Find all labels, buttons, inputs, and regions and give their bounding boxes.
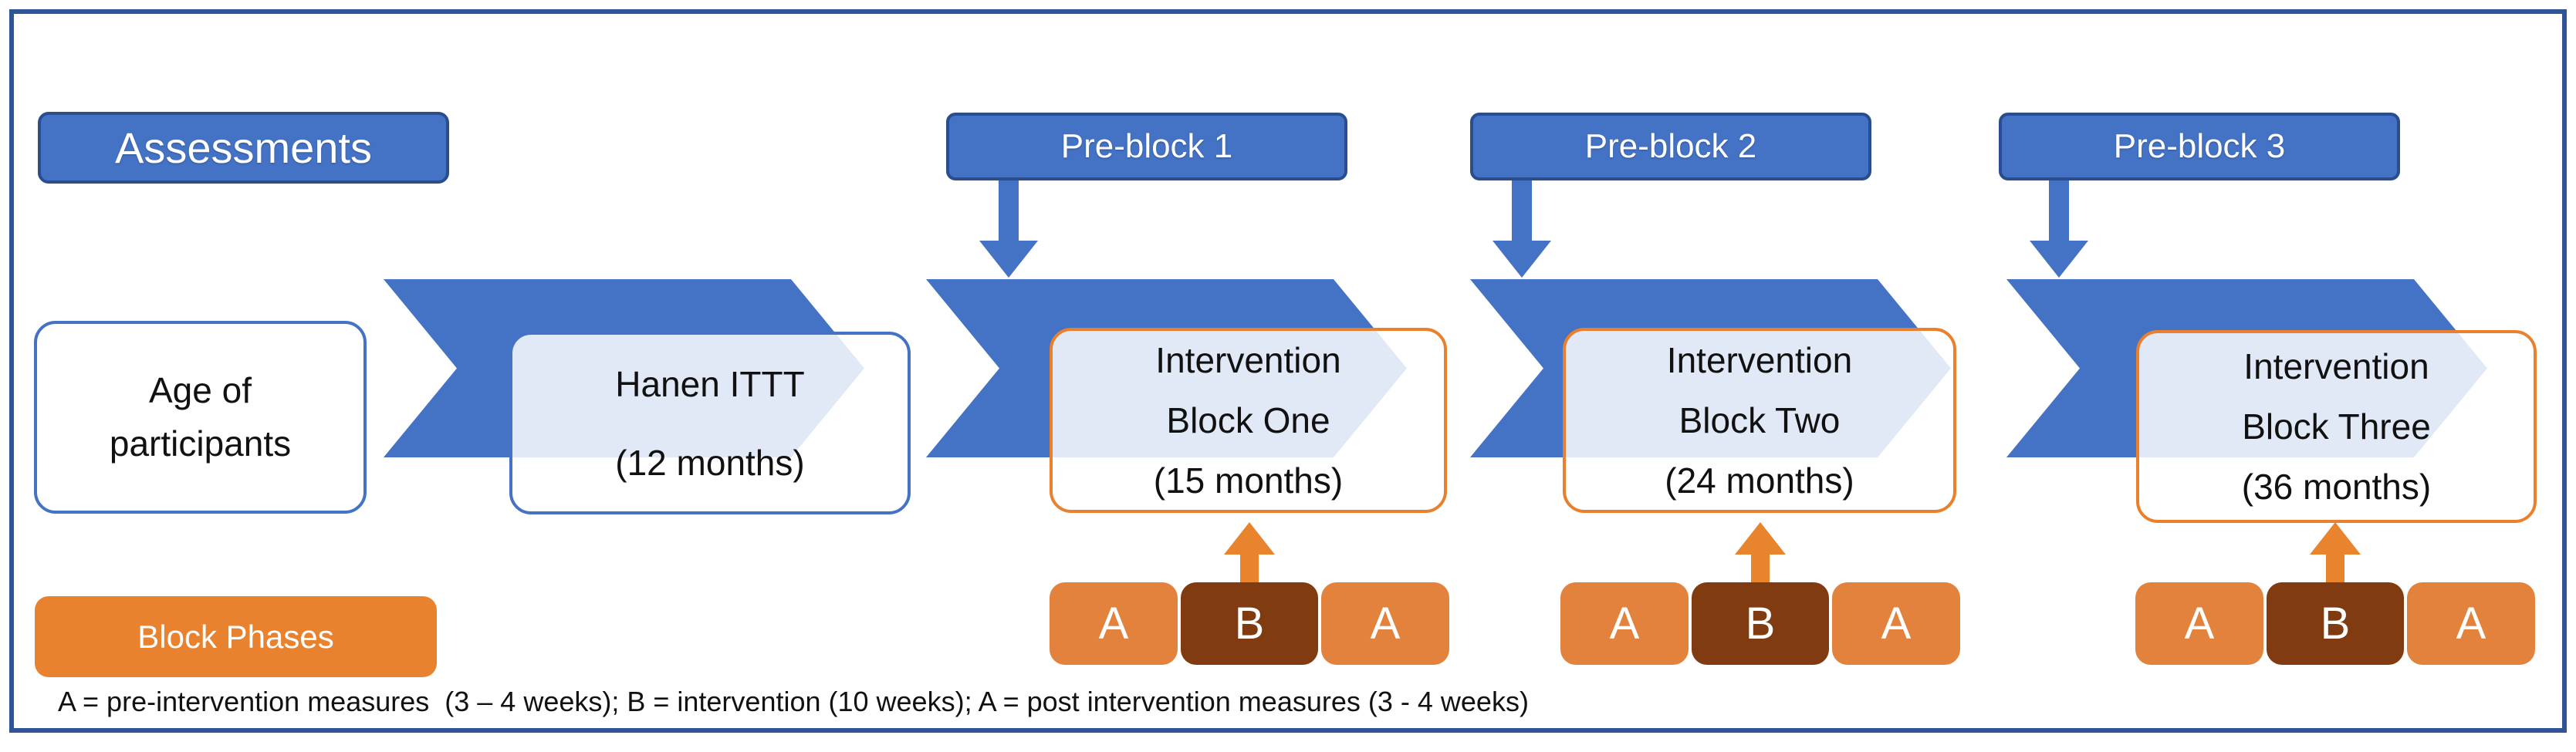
assessments-label: Assessments <box>115 123 372 172</box>
phase-a-box: A <box>2407 582 2535 665</box>
phase-a-label: A <box>1881 599 1912 649</box>
phase-b-label: B <box>2320 599 2351 649</box>
figure-border <box>9 9 2567 733</box>
down-arrow-icon <box>2030 180 2088 278</box>
age-line-1: Age of <box>149 370 252 410</box>
pre-block-2-badge: Pre-block 2 <box>1470 113 1871 180</box>
age-of-participants-box: Age of participants <box>34 321 367 514</box>
pre-block-1-label: Pre-block 1 <box>1060 127 1233 165</box>
phase-group-block-three: A B A <box>2135 582 2535 665</box>
arrow-stem <box>2049 180 2069 242</box>
block-one-duration: (15 months) <box>1153 460 1344 501</box>
phase-a-label: A <box>1098 599 1129 649</box>
block-two-duration: (24 months) <box>1665 460 1854 501</box>
phase-group-block-two: A B A <box>1560 582 1960 665</box>
block-two-line-2: Block Two <box>1678 400 1841 440</box>
block-three-line-2: Block Three <box>2242 406 2431 447</box>
arrow-head <box>1493 241 1551 278</box>
phase-b-box: B <box>2267 582 2404 665</box>
pre-block-3-label: Pre-block 3 <box>2113 127 2286 165</box>
assessments-badge: Assessments <box>38 112 449 184</box>
arrow-stem <box>1240 553 1259 584</box>
phase-b-box: B <box>1181 582 1318 665</box>
phase-b-label: B <box>1745 599 1776 649</box>
block-two-line-1: Intervention <box>1666 339 1853 380</box>
phase-a-label: A <box>1609 599 1640 649</box>
phase-b-box: B <box>1692 582 1829 665</box>
down-arrow-icon <box>979 180 1038 278</box>
phase-a-label: A <box>2456 599 2486 649</box>
block-one-line-2: Block One <box>1166 400 1330 440</box>
hanen-duration: (12 months) <box>615 442 805 483</box>
block-three-line-1: Intervention <box>2243 346 2429 386</box>
pre-block-3-badge: Pre-block 3 <box>1999 113 2400 180</box>
down-arrow-icon <box>1493 180 1551 278</box>
hanen-ittt-box: Hanen ITTT (12 months) <box>509 332 911 514</box>
up-arrow-icon <box>1735 522 1786 584</box>
phase-a-box: A <box>1832 582 1960 665</box>
arrow-stem <box>1512 180 1532 242</box>
phase-group-block-one: A B A <box>1050 582 1449 665</box>
phase-a-label: A <box>2184 599 2215 649</box>
phase-a-label: A <box>1370 599 1401 649</box>
legend-text: A = pre-intervention measures (3 – 4 wee… <box>58 686 1529 717</box>
block-phases-label: Block Phases <box>137 618 334 655</box>
phase-a-box: A <box>1560 582 1689 665</box>
intervention-block-two-box: Intervention Block Two (24 months) <box>1563 328 1956 513</box>
arrow-stem <box>1751 553 1770 584</box>
phase-a-box: A <box>2135 582 2263 665</box>
arrow-head <box>2310 522 2361 555</box>
block-phases-badge: Block Phases <box>35 596 437 677</box>
arrow-head <box>2030 241 2088 278</box>
up-arrow-icon <box>2310 522 2361 584</box>
arrow-head <box>1735 522 1786 555</box>
age-line-2: participants <box>109 423 292 464</box>
arrow-stem <box>2326 553 2344 584</box>
phase-a-box: A <box>1050 582 1178 665</box>
block-three-duration: (36 months) <box>2241 467 2432 508</box>
block-one-line-1: Intervention <box>1155 339 1341 380</box>
pre-block-1-badge: Pre-block 1 <box>946 113 1347 180</box>
phase-a-box: A <box>1321 582 1449 665</box>
pre-block-2-label: Pre-block 2 <box>1584 127 1757 165</box>
hanen-title: Hanen ITTT <box>615 363 805 404</box>
arrow-head <box>979 241 1038 278</box>
intervention-block-one-box: Intervention Block One (15 months) <box>1050 328 1447 513</box>
up-arrow-icon <box>1224 522 1275 584</box>
intervention-block-three-box: Intervention Block Three (36 months) <box>2136 330 2537 523</box>
phase-b-label: B <box>1234 599 1265 649</box>
arrow-stem <box>999 180 1019 242</box>
arrow-head <box>1224 522 1275 555</box>
